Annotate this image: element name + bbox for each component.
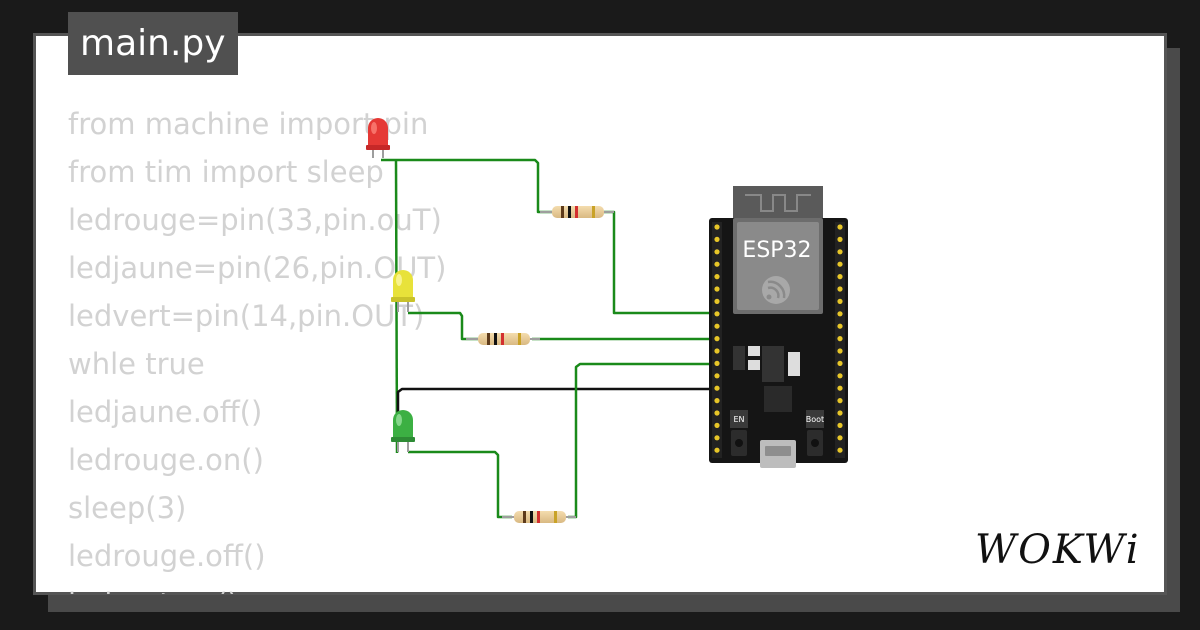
code-line: ledjaune.off() [68, 395, 263, 429]
diagram-card [33, 33, 1167, 595]
header-pin[interactable] [837, 236, 843, 242]
header-pin[interactable] [714, 298, 720, 304]
header-pin[interactable] [837, 336, 843, 342]
header-pin[interactable] [714, 360, 720, 366]
wire-green-led-to-resistor[interactable] [408, 450, 512, 519]
wire-yellow-led-to-resistor[interactable] [408, 311, 478, 341]
header-pin[interactable] [837, 435, 843, 441]
code-line: sleep(3) [68, 491, 187, 525]
header-pin[interactable] [837, 274, 843, 280]
code-line: ledvert=pin(14,pin.OUT) [68, 299, 425, 333]
code-line: ledjaune=pin(26,pin.OUT) [68, 251, 447, 285]
resistor-3[interactable] [502, 511, 576, 523]
header-pin[interactable] [837, 348, 843, 354]
header-pin[interactable] [837, 261, 843, 267]
esp32-label: ESP32 [742, 238, 811, 263]
header-pin[interactable] [714, 348, 720, 354]
wire-ground-to-gnd[interactable] [396, 387, 718, 440]
header-pin[interactable] [837, 298, 843, 304]
code-line: ledrouge.on() [68, 443, 264, 477]
header-pin[interactable] [714, 236, 720, 242]
header-pin[interactable] [837, 323, 843, 329]
esp32-board[interactable]: ESP32 EN Boot [709, 186, 848, 468]
header-pin[interactable] [714, 286, 720, 292]
header-pin[interactable] [837, 360, 843, 366]
boot-button-label: Boot [806, 415, 824, 424]
header-pin[interactable] [837, 249, 843, 255]
header-pin[interactable] [837, 385, 843, 391]
right-pin-header [835, 222, 845, 458]
resistor-2[interactable] [466, 333, 540, 345]
header-pin[interactable] [714, 336, 720, 342]
header-pin[interactable] [714, 224, 720, 230]
header-pin[interactable] [837, 398, 843, 404]
header-pin[interactable] [837, 447, 843, 453]
espressif-logo-icon [762, 276, 790, 304]
header-pin[interactable] [714, 274, 720, 280]
en-button-label: EN [733, 415, 744, 424]
wire-resistor1-to-pin33[interactable] [604, 210, 718, 315]
wires [381, 158, 718, 519]
header-pin[interactable] [714, 261, 720, 267]
header-pin[interactable] [837, 311, 843, 317]
header-pin[interactable] [714, 323, 720, 329]
code-line: ledrouge=pin(33,pin.ouT) [68, 203, 442, 237]
header-pin[interactable] [837, 422, 843, 428]
header-pin[interactable] [714, 410, 720, 416]
wire-red-led-to-resistor[interactable] [381, 158, 552, 214]
header-pin[interactable] [714, 373, 720, 379]
left-pin-header [712, 222, 722, 458]
header-pin[interactable] [714, 435, 720, 441]
header-pin[interactable] [837, 224, 843, 230]
header-pin[interactable] [837, 373, 843, 379]
header-pin[interactable] [714, 422, 720, 428]
code-line: whle true [68, 347, 205, 381]
header-pin[interactable] [714, 311, 720, 317]
header-pin[interactable] [837, 286, 843, 292]
header-pin[interactable] [714, 447, 720, 453]
header-pin[interactable] [837, 410, 843, 416]
code-line: ledrouge.off() [68, 539, 266, 573]
wokwi-logo[interactable]: WOKWi [975, 527, 1141, 573]
led-yellow[interactable] [391, 270, 415, 312]
code-line: ledvert.on() [68, 580, 508, 594]
wire-resistor3-to-pin14[interactable] [568, 362, 718, 519]
header-pin[interactable] [714, 249, 720, 255]
header-pin[interactable] [714, 385, 720, 391]
led-red[interactable] [366, 118, 390, 158]
header-pin[interactable] [714, 398, 720, 404]
code-line: from tim import sleep [68, 155, 384, 189]
resistor-1[interactable] [540, 206, 614, 218]
led-green[interactable] [391, 410, 415, 452]
filename-tab[interactable]: main.py [68, 12, 238, 75]
